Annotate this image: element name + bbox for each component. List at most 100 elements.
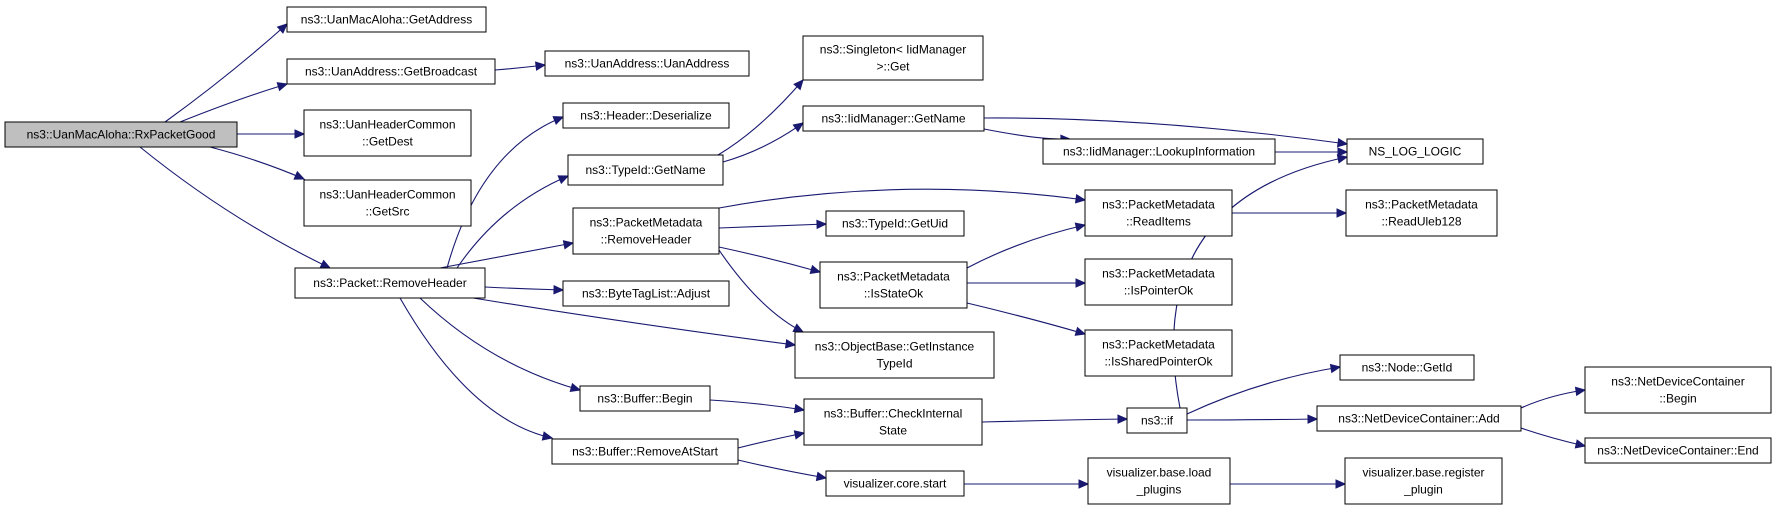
node-label-line: ::ReadItems bbox=[1126, 215, 1191, 229]
node-visualizer-core-start[interactable]: visualizer.core.start bbox=[825, 470, 965, 497]
edge-buffer-removeatstart-to-buffer-checkinternalstate bbox=[737, 430, 806, 449]
edge-iidmanager-getname-to-ns-log-logic bbox=[983, 117, 1349, 148]
node-label-line: State bbox=[879, 424, 907, 438]
node-ns-log-logic[interactable]: NS_LOG_LOGIC bbox=[1346, 138, 1484, 165]
edge-packet-removeheader-to-pm-removeheader bbox=[439, 240, 575, 269]
node-buffer-begin[interactable]: ns3::Buffer::Begin bbox=[579, 385, 711, 412]
edge-pm-isstateok-to-pm-ispointerok bbox=[967, 278, 1087, 288]
node-getsrc[interactable]: ns3::UanHeaderCommon::GetSrc bbox=[303, 179, 472, 227]
node-ns3-if[interactable]: ns3::if bbox=[1126, 407, 1188, 434]
edge-typeid-getname-to-iidmanager-getname bbox=[722, 122, 805, 163]
node-iidmanager-getname[interactable]: ns3::IidManager::GetName bbox=[802, 105, 985, 132]
node-visualizer-load-plugins[interactable]: visualizer.base.load_plugins bbox=[1087, 457, 1231, 505]
node-typeid-getname[interactable]: ns3::TypeId::GetName bbox=[567, 154, 724, 186]
edge-pm-removeheader-to-getinstancetypeid bbox=[718, 249, 805, 333]
edge-lookupinformation-to-ns-log-logic bbox=[1275, 147, 1349, 157]
node-getbroadcast[interactable]: ns3::UanAddress::GetBroadcast bbox=[286, 58, 496, 85]
edge-buffer-checkinternalstate-to-ns3-if bbox=[981, 414, 1129, 424]
edge-packet-removeheader-to-bytetaglist-adjust bbox=[484, 284, 565, 295]
edge-visualizer-load-plugins-to-visualizer-register-plugin bbox=[1229, 479, 1347, 489]
node-ndc-begin[interactable]: ns3::NetDeviceContainer::Begin bbox=[1584, 366, 1772, 414]
node-lookupinformation[interactable]: ns3::IidManager::LookupInformation bbox=[1042, 138, 1276, 165]
node-header-deserialize[interactable]: ns3::Header::Deserialize bbox=[562, 102, 730, 129]
edge-rxpacketgood-to-getaddress bbox=[164, 23, 288, 123]
edge-packet-removeheader-to-buffer-begin bbox=[419, 297, 582, 393]
node-box bbox=[825, 210, 965, 237]
node-box bbox=[303, 179, 472, 227]
node-box bbox=[794, 331, 995, 379]
node-label-line: ns3::if bbox=[1141, 414, 1174, 428]
edge-buffer-begin-to-buffer-checkinternalstate bbox=[709, 399, 806, 414]
node-box bbox=[562, 102, 730, 129]
node-label-line: >::Get bbox=[876, 60, 910, 74]
edge-typeid-getname-to-singleton-get bbox=[717, 79, 804, 156]
node-label-line: ::IsPointerOk bbox=[1124, 284, 1194, 298]
node-pm-readuleb128[interactable]: ns3::PacketMetadata::ReadUleb128 bbox=[1345, 189, 1498, 237]
node-box bbox=[802, 35, 984, 81]
node-box bbox=[567, 154, 724, 186]
node-visualizer-register-plugin[interactable]: visualizer.base.register_plugin bbox=[1344, 457, 1503, 505]
node-label-line: ns3::PacketMetadata bbox=[1102, 198, 1215, 212]
edge-pm-readitems-to-pm-readuleb128 bbox=[1232, 208, 1348, 218]
edge-ndc-add-to-ndc-end bbox=[1520, 427, 1587, 449]
node-label-line: ns3::UanMacAloha::RxPacketGood bbox=[27, 128, 216, 142]
node-box bbox=[1316, 405, 1522, 432]
node-box bbox=[579, 385, 711, 412]
node-node-getid[interactable]: ns3::Node::GetId bbox=[1339, 354, 1475, 381]
node-box bbox=[1087, 457, 1231, 505]
node-box bbox=[1042, 138, 1276, 165]
node-ndc-end[interactable]: ns3::NetDeviceContainer::End bbox=[1584, 437, 1772, 464]
edge-rxpacketgood-to-packet-removeheader bbox=[139, 146, 332, 269]
node-pm-isstateok[interactable]: ns3::PacketMetadata::IsStateOk bbox=[819, 261, 968, 309]
node-buffer-removeatstart[interactable]: ns3::Buffer::RemoveAtStart bbox=[551, 438, 739, 465]
node-label-line: ns3::TypeId::GetName bbox=[585, 163, 705, 177]
edge-pm-removeheader-to-pm-readitems bbox=[718, 188, 1087, 209]
node-label-line: ns3::NetDeviceContainer::Add bbox=[1338, 412, 1499, 426]
node-box bbox=[1339, 354, 1475, 381]
node-getdest[interactable]: ns3::UanHeaderCommon::GetDest bbox=[303, 109, 472, 157]
node-label-line: ns3::NetDeviceContainer::End bbox=[1597, 444, 1758, 458]
node-packet-removeheader[interactable]: ns3::Packet::RemoveHeader bbox=[294, 267, 486, 299]
edge-rxpacketgood-to-getdest bbox=[237, 129, 306, 139]
node-bytetaglist-adjust[interactable]: ns3::ByteTagList::Adjust bbox=[562, 280, 730, 307]
node-typeid-getuid[interactable]: ns3::TypeId::GetUid bbox=[825, 210, 965, 237]
node-label-line: ns3::Header::Deserialize bbox=[580, 109, 712, 123]
node-label-line: ns3::Node::GetId bbox=[1362, 361, 1453, 375]
node-box bbox=[1084, 329, 1233, 377]
node-pm-readitems[interactable]: ns3::PacketMetadata::ReadItems bbox=[1084, 189, 1233, 237]
edge-packet-removeheader-to-typeid-getname bbox=[456, 175, 570, 269]
node-label-line: ns3::UanAddress::UanAddress bbox=[565, 57, 730, 71]
node-label-line: ns3::Packet::RemoveHeader bbox=[313, 276, 466, 290]
node-box bbox=[819, 261, 968, 309]
node-box bbox=[1584, 437, 1772, 464]
edge-packet-removeheader-to-getinstancetypeid bbox=[472, 297, 797, 349]
edge-rxpacketgood-to-getsrc bbox=[209, 146, 306, 180]
node-box bbox=[803, 398, 983, 446]
node-label-line: ns3::Buffer::Begin bbox=[597, 392, 692, 406]
node-rxpacketgood[interactable]: ns3::UanMacAloha::RxPacketGood bbox=[4, 121, 238, 148]
edge-getbroadcast-to-uanaddress bbox=[494, 61, 547, 71]
node-label-line: ns3::Buffer::RemoveAtStart bbox=[572, 445, 719, 459]
edge-ns3-if-to-node-getid bbox=[1186, 363, 1342, 415]
node-box bbox=[1126, 407, 1188, 434]
node-pm-removeheader[interactable]: ns3::PacketMetadata::RemoveHeader bbox=[572, 207, 720, 255]
node-label-line: ::RemoveHeader bbox=[601, 233, 692, 247]
node-label-line: ns3::UanHeaderCommon bbox=[319, 188, 455, 202]
node-uanaddress[interactable]: ns3::UanAddress::UanAddress bbox=[544, 50, 750, 77]
node-box bbox=[562, 280, 730, 307]
node-label-line: ns3::ObjectBase::GetInstance bbox=[815, 340, 975, 354]
node-box bbox=[572, 207, 720, 255]
node-pm-ispointerok[interactable]: ns3::PacketMetadata::IsPointerOk bbox=[1084, 258, 1233, 306]
node-label-line: ns3::PacketMetadata bbox=[590, 216, 703, 230]
node-label-line: ns3::PacketMetadata bbox=[1365, 198, 1478, 212]
node-pm-issharedpointerok[interactable]: ns3::PacketMetadata::IsSharedPointerOk bbox=[1084, 329, 1233, 377]
node-label-line: ns3::NetDeviceContainer bbox=[1611, 375, 1744, 389]
node-label-line: ns3::IidManager::LookupInformation bbox=[1063, 145, 1255, 159]
node-ndc-add[interactable]: ns3::NetDeviceContainer::Add bbox=[1316, 405, 1522, 432]
node-getaddress[interactable]: ns3::UanMacAloha::GetAddress bbox=[286, 6, 487, 33]
node-label-line: ns3::UanAddress::GetBroadcast bbox=[305, 65, 478, 79]
node-singleton-get[interactable]: ns3::Singleton< IidManager>::Get bbox=[802, 35, 984, 81]
node-box bbox=[551, 438, 739, 465]
